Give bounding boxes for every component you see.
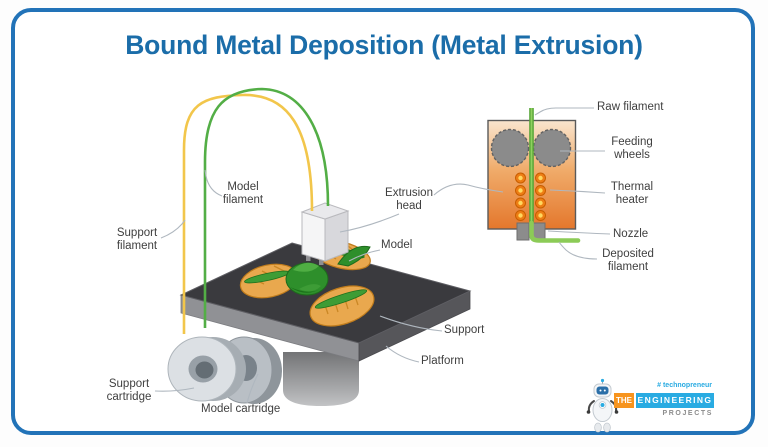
filament-arcs — [182, 87, 330, 334]
label-support-cartridge: Support cartridge — [106, 378, 152, 404]
extrusion-head-detail-view — [487, 108, 581, 243]
thermal-heater-dots — [515, 172, 546, 221]
diagram-border-frame — [11, 8, 755, 435]
label-model-filament: Model filament — [222, 181, 264, 207]
logo-engineering-badge: ENGINEERING — [636, 393, 714, 408]
label-nozzle: Nozzle — [613, 228, 649, 240]
label-model: Model — [381, 239, 413, 251]
label-deposited-filament: Deposited filament — [602, 248, 654, 274]
logo-projects-text: PROJECTS — [662, 410, 713, 417]
extrusion-head-3d — [300, 202, 350, 265]
robot-mascot-icon — [586, 378, 619, 433]
label-support-filament: Support filament — [116, 227, 158, 253]
page-title: Bound Metal Deposition (Metal Extrusion) — [125, 30, 643, 60]
filament-cartridges — [167, 336, 282, 404]
label-support: Support — [444, 324, 485, 336]
logo-hashtag: # technopreneur — [657, 382, 712, 389]
label-extrusion-head: Extrusion head — [385, 187, 433, 213]
label-model-cartridge: Model cartridge — [201, 403, 281, 415]
label-raw-filament: Raw filament — [597, 101, 664, 113]
feeding-wheel-right — [532, 128, 572, 168]
label-thermal-heater: Thermal heater — [610, 181, 654, 207]
platform-pedestal — [283, 352, 359, 406]
nozzle-left-block — [516, 222, 530, 241]
feeding-wheel-left — [490, 128, 530, 168]
deposited-filament-line — [529, 220, 581, 243]
logo-the-badge: THE — [614, 393, 634, 408]
label-feeding-wheels: Feeding wheels — [611, 136, 653, 162]
leader-lines — [154, 107, 611, 404]
label-platform: Platform — [421, 355, 464, 367]
